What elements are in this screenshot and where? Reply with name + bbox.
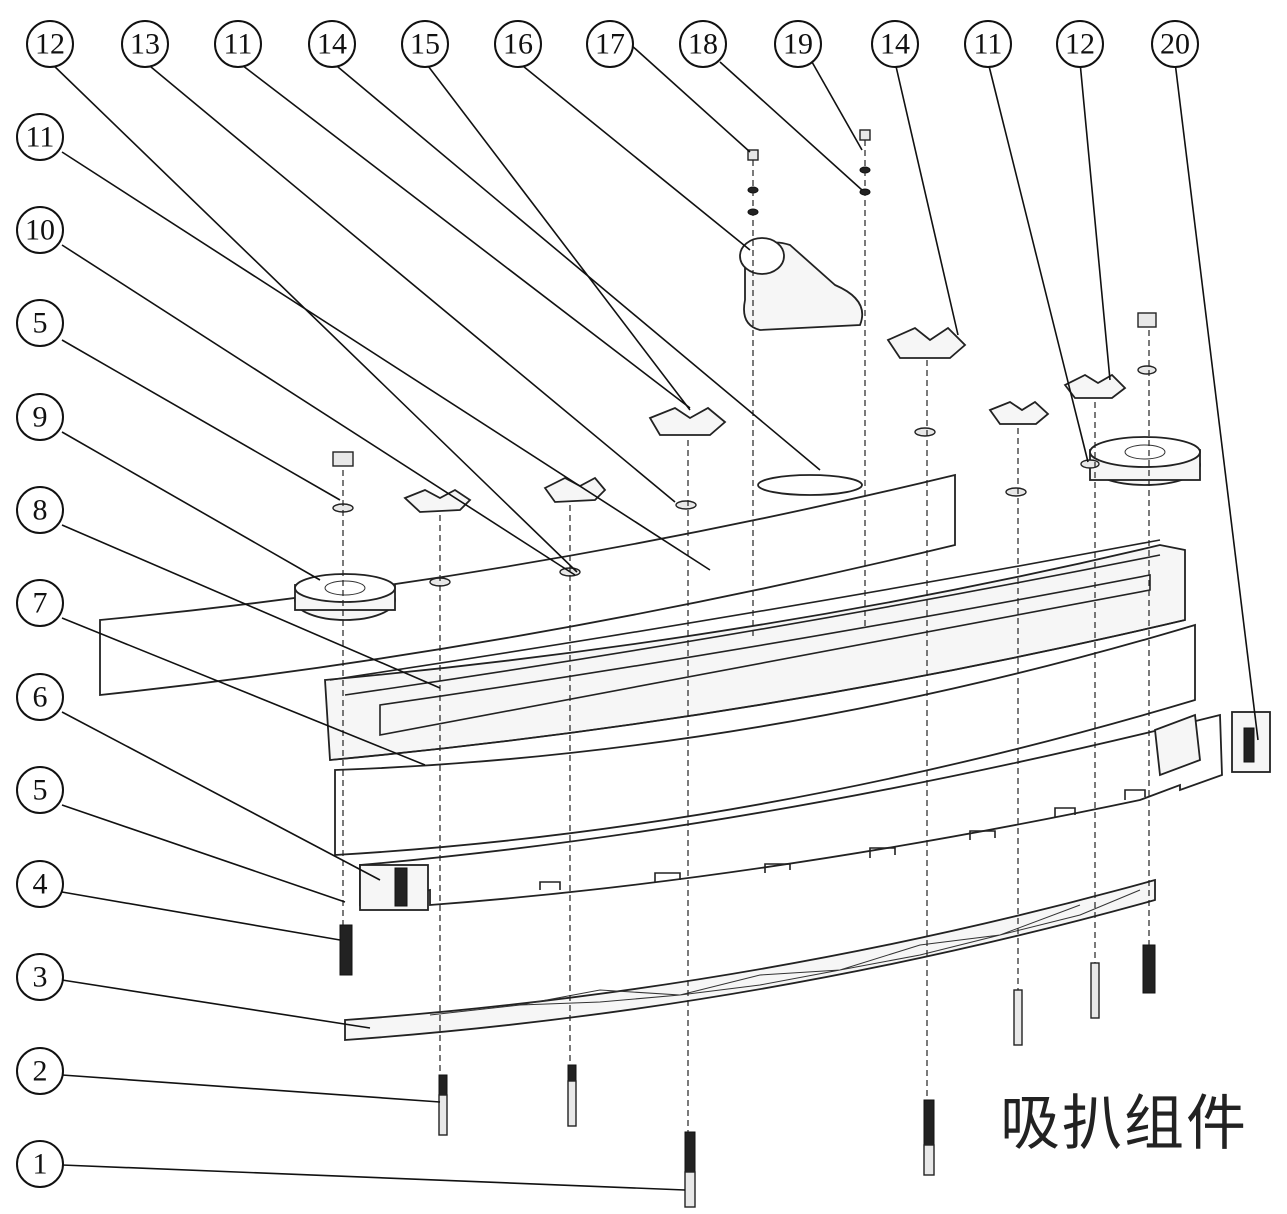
balloon-8: 8 (16, 486, 64, 534)
bolt-4 (339, 924, 353, 976)
upper-frame-inner-rail (344, 554, 1161, 696)
right-roller (1089, 436, 1201, 486)
balloon-7: 7 (16, 579, 64, 627)
balloon-label: 8 (33, 494, 48, 527)
washer (675, 500, 697, 510)
balloon-label: 14 (880, 28, 910, 61)
upper-frame-lower-edge (329, 619, 1186, 761)
balloon-15: 15 (401, 20, 449, 68)
bolt-2 (567, 1064, 577, 1127)
balloon-label: 4 (33, 868, 48, 901)
balloon-label: 20 (1160, 28, 1190, 61)
balloon-label: 7 (33, 587, 48, 620)
balloon-16: 16 (494, 20, 542, 68)
balloon-label: 18 (688, 28, 718, 61)
balloon-2: 2 (16, 1047, 64, 1095)
washer (914, 427, 936, 437)
balloon-20: 20 (1151, 20, 1199, 68)
screw-19 (859, 129, 871, 141)
wing-nut (403, 488, 472, 513)
balloon-label: 6 (33, 681, 48, 714)
balloon-label: 5 (33, 774, 48, 807)
balloon-6: 6 (16, 673, 64, 721)
center-lines (342, 140, 1150, 1132)
upper-frame-slot (379, 574, 1151, 736)
balloon-9: 9 (16, 393, 64, 441)
balloon-12-right: 12 (1056, 20, 1104, 68)
bolt-right (1090, 962, 1100, 1019)
balloon-label: 9 (33, 401, 48, 434)
balloon-5-upper: 5 (16, 299, 64, 347)
wing-nut (1063, 373, 1127, 399)
balloon-label: 16 (503, 28, 533, 61)
bolt-4-right (1142, 944, 1156, 994)
balloon-14-top: 14 (308, 20, 356, 68)
washer (1005, 487, 1027, 497)
leader-lines (49, 43, 1259, 1191)
balloon-11-right: 11 (964, 20, 1012, 68)
middle-curved-strip (334, 623, 1196, 856)
balloon-label: 12 (1065, 28, 1095, 61)
washer (1080, 459, 1100, 469)
balloon-label: 15 (410, 28, 440, 61)
bolt-1 (684, 1131, 696, 1208)
washer (1137, 365, 1157, 375)
lower-truss-rail (344, 878, 1156, 1041)
balloon-label: 17 (595, 28, 625, 61)
balloon-18: 18 (679, 20, 727, 68)
bolt-long (923, 1099, 935, 1176)
balloon-label: 14 (317, 28, 347, 61)
hex-nut (332, 451, 354, 467)
gasket-ring (757, 474, 863, 496)
balloon-17: 17 (586, 20, 634, 68)
left-roller (294, 573, 396, 621)
balloon-13: 13 (121, 20, 169, 68)
balloon-11-left: 11 (16, 113, 64, 161)
bolt-2 (438, 1074, 448, 1136)
balloon-label: 11 (26, 121, 55, 154)
notched-strip-teeth (539, 789, 1146, 890)
balloon-label: 13 (130, 28, 160, 61)
wing-nut (543, 476, 607, 503)
balloon-12-top-left: 12 (26, 20, 74, 68)
balloon-label: 5 (33, 307, 48, 340)
balloon-label: 1 (33, 1148, 48, 1181)
bolt-right (1013, 989, 1023, 1046)
balloon-label: 19 (783, 28, 813, 61)
wing-nut (648, 406, 727, 436)
lower-truss-web (429, 889, 1141, 1016)
hex-nut (1137, 312, 1157, 328)
wing-nut (886, 326, 967, 359)
balloon-label: 3 (33, 961, 48, 994)
balloon-label: 12 (35, 28, 65, 61)
wing-nut (988, 400, 1050, 425)
balloon-19: 19 (774, 20, 822, 68)
notched-strip (359, 713, 1223, 907)
left-end-bracket-detail (394, 867, 408, 907)
balloon-10: 10 (16, 206, 64, 254)
assembly-caption: 吸扒组件 (1000, 1089, 1248, 1159)
left-end-bracket (359, 864, 429, 911)
balloon-11-top: 11 (214, 20, 262, 68)
balloon-label: 11 (974, 28, 1003, 61)
elbow-pipe-ring (739, 237, 785, 275)
balloon-label: 2 (33, 1055, 48, 1088)
right-clip-bracket (1154, 713, 1201, 777)
balloon-14-right: 14 (871, 20, 919, 68)
balloon-4: 4 (16, 860, 64, 908)
balloon-3: 3 (16, 953, 64, 1001)
balloon-1: 1 (16, 1140, 64, 1188)
balloon-label: 10 (25, 214, 55, 247)
balloon-label: 11 (224, 28, 253, 61)
balloon-5-lower: 5 (16, 766, 64, 814)
clip-part-20-detail (1243, 727, 1255, 763)
